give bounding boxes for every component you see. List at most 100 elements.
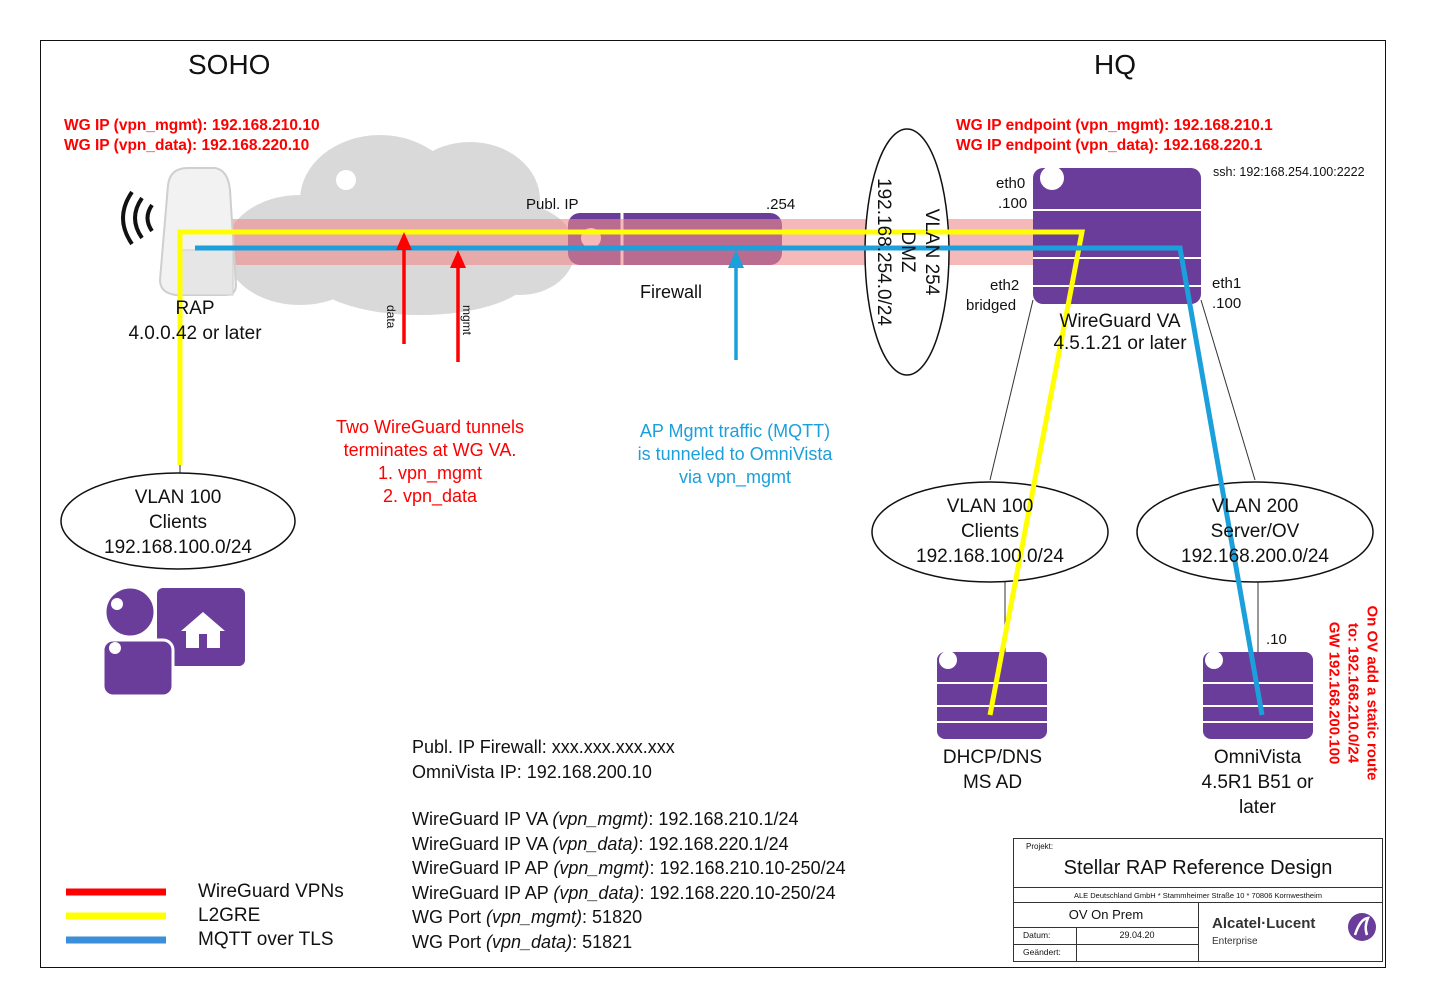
note-text: WG Port	[412, 931, 487, 952]
ssh-label: ssh: 192:168.254.100:2222	[1213, 165, 1365, 179]
mgmt-arrow-label: mgmt	[460, 305, 474, 335]
static-route-line1: On OV add a static route	[1363, 605, 1381, 781]
mqtt-note-line1: AP Mgmt traffic (MQTT)	[639, 421, 831, 441]
data-arrow-label: data	[384, 305, 398, 329]
note-value: : 192.168.210.10-250/24	[649, 858, 846, 878]
note-value: : 192.168.220.10-250/24	[639, 882, 836, 903]
dmz-vlan: VLAN 254	[921, 208, 942, 296]
soho-vlan100-ellipse	[60, 472, 296, 570]
note-tunnel: (vpn_data)	[552, 833, 639, 854]
home-office-user-icon	[101, 585, 245, 698]
omnivista-version: 4.5R1 B51 or	[1201, 772, 1314, 793]
vpn-mgmt-arrow-icon	[450, 250, 466, 362]
title-block: Projekt: Stellar RAP Reference Design AL…	[1013, 838, 1383, 962]
hq-vlan100-id: VLAN 100	[946, 496, 1034, 517]
omnivista-version-suffix: later	[1239, 797, 1276, 818]
static-route-line3: GW 192.168.200.100	[1325, 621, 1343, 765]
eth1-label: eth1	[1212, 275, 1242, 292]
static-route-line2: to: 192.168.210.0/24	[1344, 622, 1362, 764]
tunnels-note: Two WireGuard tunnels terminates at WG V…	[300, 416, 560, 508]
site-label-hq: HQ	[1094, 49, 1136, 80]
omnivista-name: OmniVista	[1213, 747, 1302, 768]
note-omnivista-ip: OmniVista IP: 192.168.200.10	[412, 761, 652, 782]
tunnels-note-line1: Two WireGuard tunnels	[335, 417, 525, 437]
datum-label: Datum:	[1023, 930, 1051, 940]
hq-vlan100-subnet: 192.168.100.0/24	[916, 546, 1064, 567]
hq-vlan200-subnet: 192.168.200.0/24	[1181, 546, 1329, 567]
alcatel-lucent-logo-icon	[1348, 913, 1376, 941]
company-line: ALE Deutschland GmbH * Stammheimer Straß…	[1073, 891, 1323, 900]
soho-vlan-id: VLAN 100	[134, 487, 222, 508]
note-port-mgmt: WG Port (vpn_mgmt): 51820	[412, 905, 846, 930]
brand-name: Alcatel·Lucent	[1212, 915, 1316, 932]
wireguard-tunnel-band	[205, 219, 1085, 265]
hq-vlan200-name: Server/OV	[1210, 521, 1300, 542]
note-port-data: WG Port (vpn_data): 51821	[412, 930, 846, 955]
dhcp-name: DHCP/DNS	[942, 747, 1043, 768]
hq-vlan200-ellipse	[1136, 481, 1374, 583]
hq-wg-endpoint-data: WG IP endpoint (vpn_data): 192.168.220.1	[956, 137, 1263, 154]
tunnels-note-line2: terminates at WG VA.	[343, 440, 517, 460]
mqtt-arrow-icon	[728, 250, 744, 360]
note-value: : 192.168.210.1/24	[648, 809, 799, 829]
soho-wg-ip-mgmt: WG IP (vpn_mgmt): 192.168.210.10	[64, 117, 320, 134]
soho-vlan100-text: VLAN 100 Clients 192.168.100.0/24	[78, 485, 278, 560]
hq-vlan200-id: VLAN 200	[1211, 496, 1299, 517]
note-firewall-ip: Publ. IP Firewall: xxx.xxx.xxx.xxx	[412, 737, 675, 757]
note-value: : 51821	[572, 931, 633, 952]
l2gre-path	[177, 229, 1086, 716]
dmz-ellipse	[864, 128, 950, 376]
wireguard-va-icon	[1033, 166, 1201, 304]
vpn-data-arrow-icon	[396, 232, 412, 344]
note-text: WireGuard IP AP	[412, 882, 554, 903]
hq-vlan100-text: VLAN 100 Clients 192.168.100.0/24	[890, 494, 1090, 569]
cloud-dot	[336, 170, 356, 190]
note-text: WireGuard IP VA	[412, 833, 553, 854]
note-wg-ap-mgmt: WireGuard IP AP (vpn_mgmt): 192.168.210.…	[412, 856, 846, 881]
project-title: Stellar RAP Reference Design	[1063, 857, 1333, 879]
note-value: : 192.168.220.1/24	[638, 833, 789, 854]
hq-vlan200-text: VLAN 200 Server/OV 192.168.200.0/24	[1155, 494, 1355, 569]
firewall-ip-suffix: .254	[766, 196, 796, 213]
eth2-note: bridged	[966, 297, 1017, 314]
geaendert-label: Geändert:	[1023, 947, 1061, 957]
legend-mqtt-label: MQTT over TLS	[198, 929, 334, 950]
static-route-note: On OV add a static route to: 192.168.210…	[1325, 605, 1382, 780]
note-value: : 51820	[582, 907, 643, 927]
variant-label: OV On Prem	[1068, 907, 1144, 922]
eth0-ip: .100	[998, 195, 1028, 212]
note-tunnel: (vpn_data)	[553, 882, 640, 903]
note-tunnel: (vpn_data)	[486, 931, 573, 952]
hq-vlan100-name: Clients	[960, 521, 1020, 542]
note-tunnel: (vpn_mgmt)	[486, 907, 583, 927]
note-text: WG Port	[412, 907, 487, 927]
datum-value: 29.04.20	[1119, 930, 1155, 940]
eth1-ip: .100	[1212, 295, 1242, 312]
hq-wg-endpoint-mgmt: WG IP endpoint (vpn_mgmt): 192.168.210.1	[956, 117, 1273, 134]
note-text: WireGuard IP AP	[412, 858, 554, 878]
soho-vlan-name: Clients	[148, 512, 208, 533]
wg-va-version: 4.5.1.21 or later	[1053, 333, 1187, 354]
firewall-label: Firewall	[640, 282, 703, 302]
note-text: WireGuard IP VA	[412, 809, 553, 829]
note-tunnel: (vpn_mgmt)	[553, 858, 650, 878]
note-wg-va-data: WireGuard IP VA (vpn_data): 192.168.220.…	[412, 832, 846, 857]
dmz-subnet: 192.168.254.0/24	[873, 178, 894, 326]
soho-vlan-subnet: 192.168.100.0/24	[104, 537, 252, 558]
dhcp-role: MS AD	[962, 772, 1023, 793]
omnivista-ip-suffix: .10	[1266, 631, 1287, 648]
mqtt-note-line3: via vpn_mgmt	[678, 467, 792, 487]
note-tunnel: (vpn_mgmt)	[552, 809, 649, 829]
eth0-label: eth0	[996, 175, 1026, 192]
legend-l2gre-label: L2GRE	[198, 905, 261, 926]
dmz-name: DMZ	[897, 231, 918, 273]
diagram-frame	[40, 40, 1386, 968]
ip-notes: Publ. IP Firewall: xxx.xxx.xxx.xxx OmniV…	[412, 735, 846, 954]
projekt-label: Projekt:	[1026, 842, 1054, 851]
wifi-signal-icon	[121, 190, 154, 246]
dmz-label: VLAN 254 DMZ 192.168.254.0/24	[871, 178, 943, 326]
mqtt-note-line2: is tunneled to OmniVista	[637, 444, 833, 464]
rap-name: RAP	[175, 298, 215, 319]
mqtt-note: AP Mgmt traffic (MQTT) is tunneled to Om…	[600, 420, 870, 489]
